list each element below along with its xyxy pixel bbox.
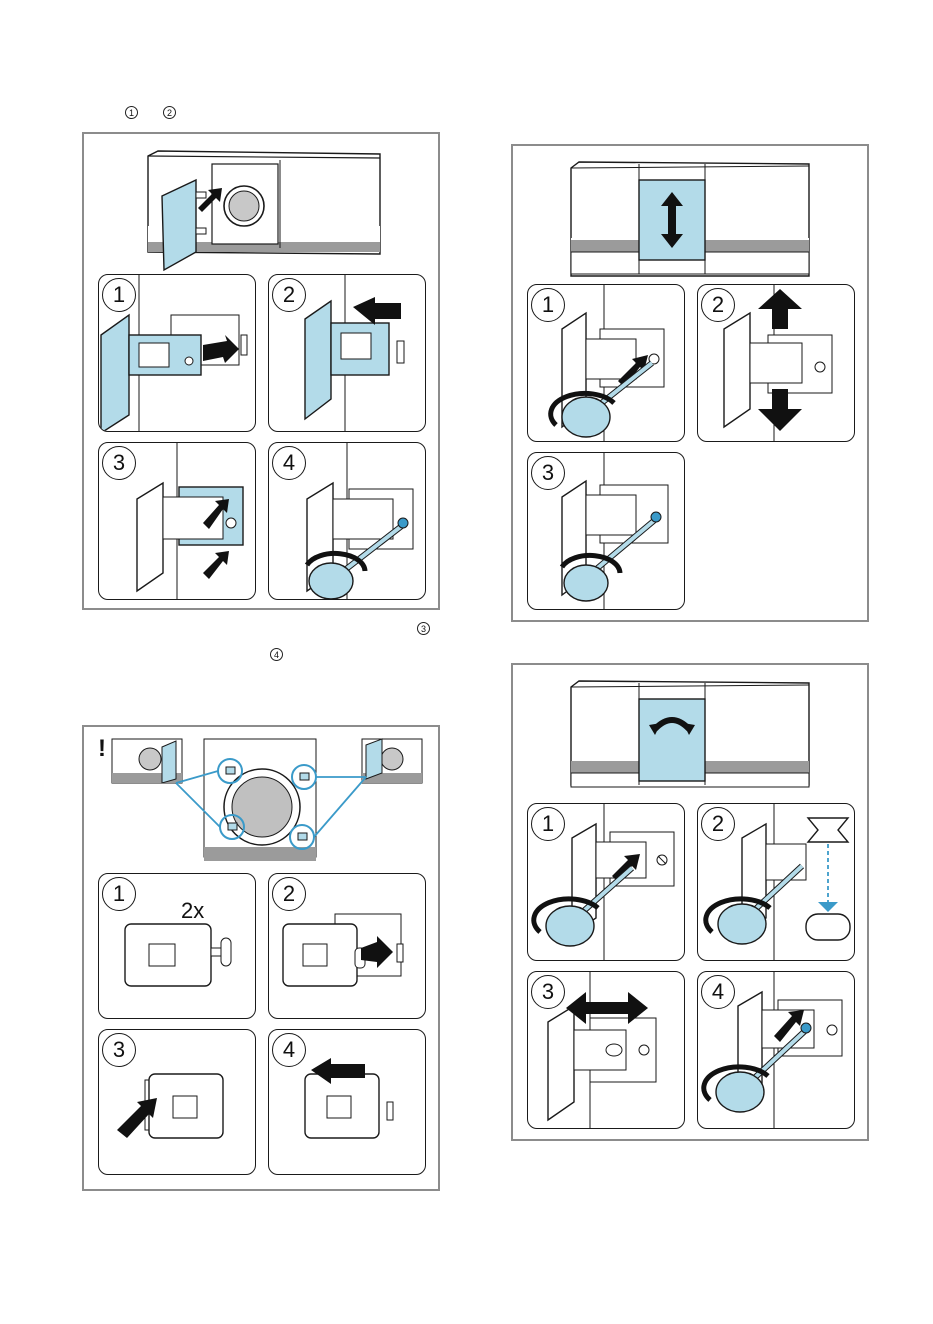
step-badge: 1 xyxy=(531,807,565,841)
ref-marker-4: 4 xyxy=(270,648,283,661)
step-badge: 4 xyxy=(272,1033,306,1067)
figure-c-frame: 1 2 3 xyxy=(511,144,869,622)
step-badge: 4 xyxy=(701,975,735,1009)
step-badge: 1 xyxy=(102,278,136,312)
step-badge: 2 xyxy=(272,278,306,312)
step-badge: 3 xyxy=(531,456,565,490)
figure-b-panel-3: 3 xyxy=(98,1029,256,1175)
step-badge: 3 xyxy=(102,446,136,480)
step-badge: 4 xyxy=(272,446,306,480)
figure-a-panel-1: 1 xyxy=(98,274,256,432)
figure-c-panel-1: 1 xyxy=(527,284,685,442)
figure-b-panel-4: 4 xyxy=(268,1029,426,1175)
ref-marker-3: 3 xyxy=(417,622,430,635)
step-badge: 3 xyxy=(531,975,565,1009)
figure-c-overview xyxy=(513,146,867,286)
figure-a-frame: 1 2 3 xyxy=(82,132,440,610)
step-badge: 2 xyxy=(701,288,735,322)
step-badge: 2 xyxy=(272,877,306,911)
step-badge: 1 xyxy=(531,288,565,322)
figure-b-frame: ! 1 xyxy=(82,725,440,1191)
step-badge: 3 xyxy=(102,1033,136,1067)
figure-d-panel-2: 2 xyxy=(697,803,855,961)
figure-d-frame: 1 2 xyxy=(511,663,869,1141)
figure-a-panel-4: 4 xyxy=(268,442,426,600)
ref-marker-2: 2 xyxy=(163,106,176,119)
figure-d-panel-1: 1 xyxy=(527,803,685,961)
figure-b-overview xyxy=(84,727,438,867)
step-badge: 2 xyxy=(701,807,735,841)
figure-a-panel-2: 2 xyxy=(268,274,426,432)
figure-b-panel-2: 2 xyxy=(268,873,426,1019)
figure-a-overview xyxy=(84,134,438,274)
figure-d-overview xyxy=(513,665,867,805)
ref-marker-1: 1 xyxy=(125,106,138,119)
figure-d-panel-3: 3 xyxy=(527,971,685,1129)
figure-b-panel-1: 1 2x xyxy=(98,873,256,1019)
figure-c-panel-3: 3 xyxy=(527,452,685,610)
step-badge: 1 xyxy=(102,877,136,911)
figure-c-panel-2: 2 xyxy=(697,284,855,442)
figure-d-panel-4: 4 xyxy=(697,971,855,1129)
figure-a-panel-3: 3 xyxy=(98,442,256,600)
